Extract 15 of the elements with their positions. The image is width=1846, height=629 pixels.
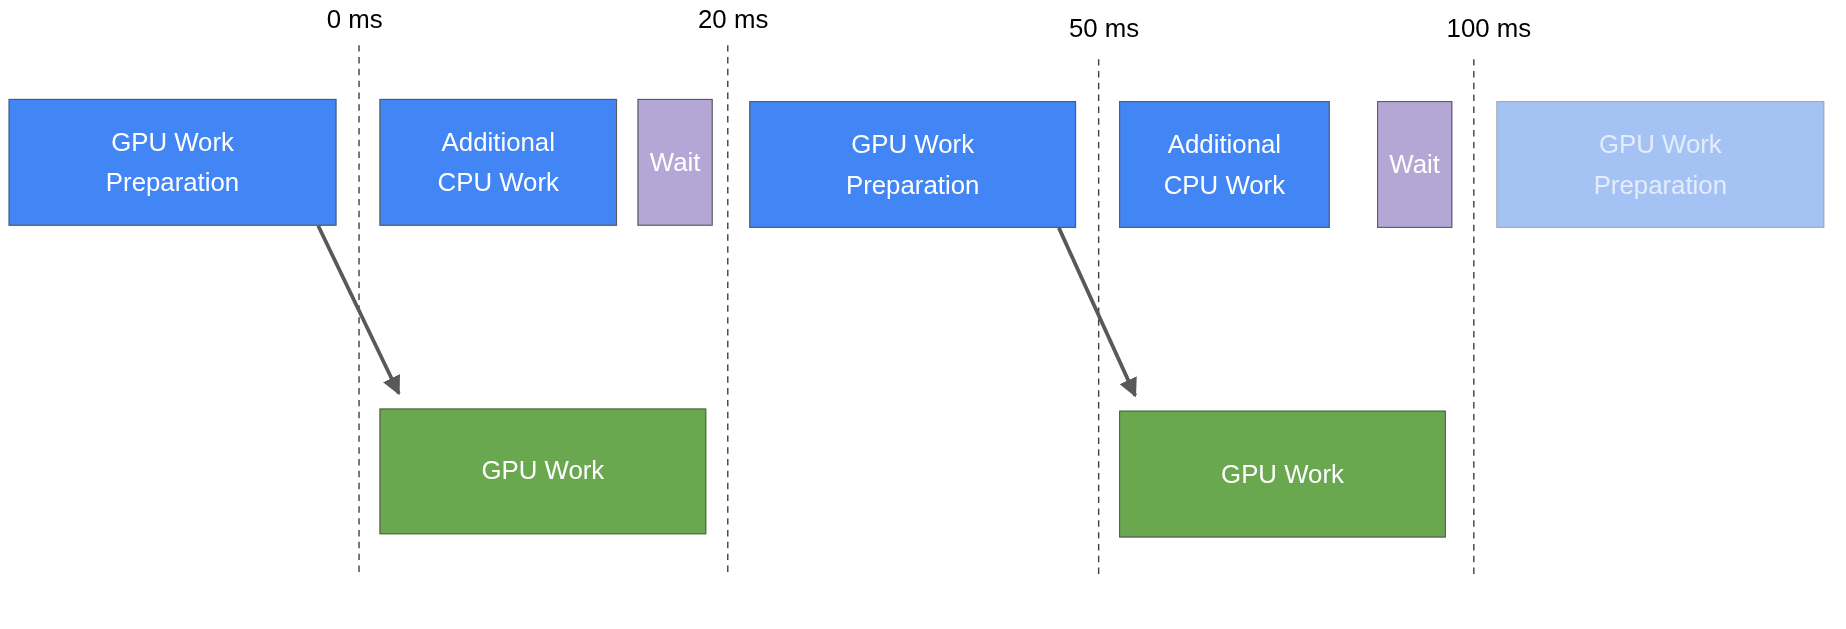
process-box: Additional CPU Work <box>379 98 618 226</box>
process-box: Additional CPU Work <box>1119 101 1330 228</box>
process-box: GPU Work Preparation <box>749 101 1077 228</box>
process-box: GPU Work Preparation <box>8 98 337 226</box>
arrow <box>1057 227 1137 398</box>
gpu-work-box: GPU Work <box>1119 410 1446 538</box>
time-label: 100 ms <box>1446 12 1532 43</box>
time-label: 50 ms <box>1068 12 1140 43</box>
time-label: 0 ms <box>326 4 383 35</box>
arrow <box>316 224 401 396</box>
wait-box: Wait <box>637 98 713 226</box>
process-box: GPU Work Preparation <box>1496 101 1825 228</box>
gpu-work-box: GPU Work <box>379 408 707 535</box>
time-label: 20 ms <box>698 4 769 35</box>
wait-box: Wait <box>1377 101 1453 228</box>
